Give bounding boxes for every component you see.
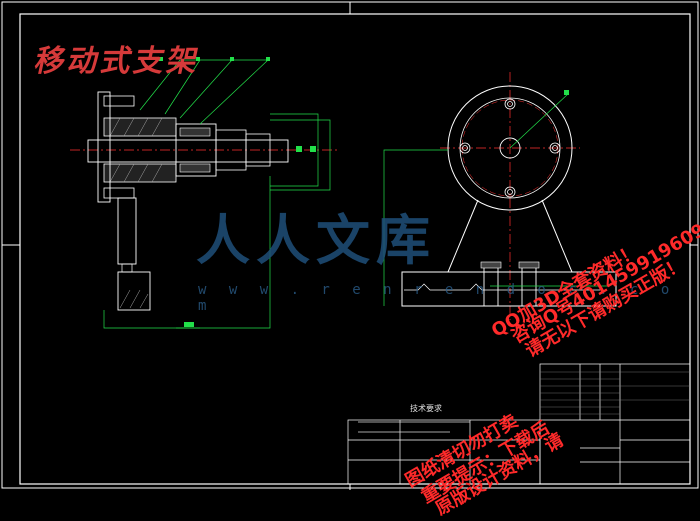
bolt-circle [461, 99, 559, 197]
bearing-top [179, 127, 211, 137]
shaft-outline [87, 139, 289, 163]
drawing-title: 移动式支架 [31, 44, 204, 79]
tech-requirements-heading: 技术要求 [410, 404, 442, 413]
nut-left [480, 261, 502, 269]
section-view [70, 57, 340, 329]
bearing-bottom [179, 163, 211, 173]
parts-list-rows [540, 371, 690, 415]
support-leg [117, 197, 137, 265]
top-bolt-head [103, 95, 135, 107]
balloon-markers [159, 57, 316, 327]
foot-hatching [119, 289, 149, 309]
wheel-outer [447, 85, 573, 211]
wheel-hub [499, 137, 521, 159]
side-balloon [564, 90, 569, 95]
watermark-brand: 人人文库 [196, 208, 436, 272]
side-dimensions [383, 93, 610, 306]
bolt-holes [459, 98, 561, 198]
flange-plate [97, 91, 111, 203]
foot-bolt [121, 263, 133, 273]
section-dimensions [103, 59, 331, 329]
bottom-bolt-head [103, 187, 135, 199]
nut-right [518, 261, 540, 269]
right-leg [541, 199, 573, 273]
cad-drawing-canvas [1, 1, 699, 490]
leg-foot [117, 271, 151, 311]
base-profile [404, 283, 600, 291]
shaft-end [245, 133, 271, 167]
side-view [383, 72, 617, 320]
sleeve-hatching [109, 117, 163, 183]
left-leg [447, 199, 479, 273]
watermark-url: w w w . r e n r e n d o c . c o m [198, 282, 677, 314]
base-plate [401, 271, 617, 307]
tech-requirements-lines [358, 421, 470, 433]
title-block [347, 363, 691, 485]
